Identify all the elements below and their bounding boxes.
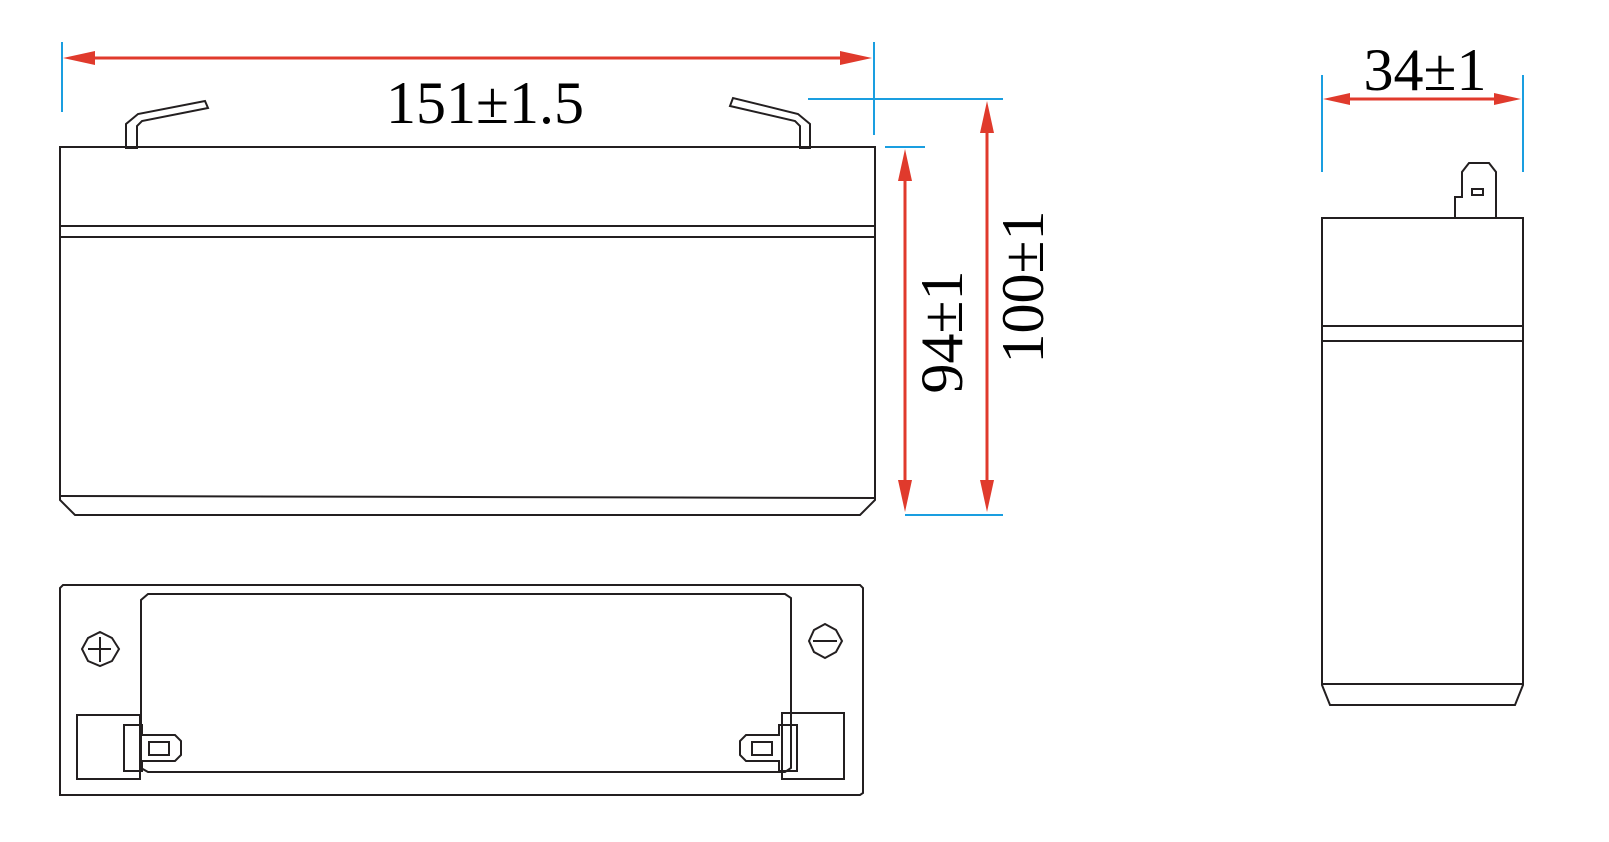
positive-terminal-symbol: + bbox=[80, 630, 121, 668]
side-body bbox=[1321, 217, 1524, 706]
width-label: 34±1 bbox=[1364, 37, 1487, 103]
top-cover bbox=[140, 593, 792, 773]
width-dimension: 34±1 bbox=[1321, 37, 1524, 172]
top-outline bbox=[59, 584, 864, 796]
terminal-right bbox=[728, 96, 811, 149]
top-view: + − bbox=[59, 584, 864, 796]
right-terminal-tab bbox=[739, 712, 845, 780]
side-terminal bbox=[1454, 162, 1497, 219]
length-dimension: 151±1.5 bbox=[61, 42, 875, 136]
terminal-hole bbox=[1471, 188, 1484, 196]
height-dimensions: 94±1 100±1 bbox=[808, 98, 1056, 516]
container-height-label: 94±1 bbox=[909, 271, 975, 394]
front-body bbox=[59, 146, 876, 516]
base-line bbox=[59, 495, 876, 499]
total-height-label: 100±1 bbox=[990, 211, 1056, 364]
left-terminal-tab bbox=[76, 714, 182, 780]
side-view bbox=[1321, 162, 1524, 706]
negative-terminal-symbol: − bbox=[807, 622, 844, 660]
front-view bbox=[59, 96, 876, 516]
length-label: 151±1.5 bbox=[386, 70, 584, 136]
terminal-left bbox=[125, 99, 210, 149]
